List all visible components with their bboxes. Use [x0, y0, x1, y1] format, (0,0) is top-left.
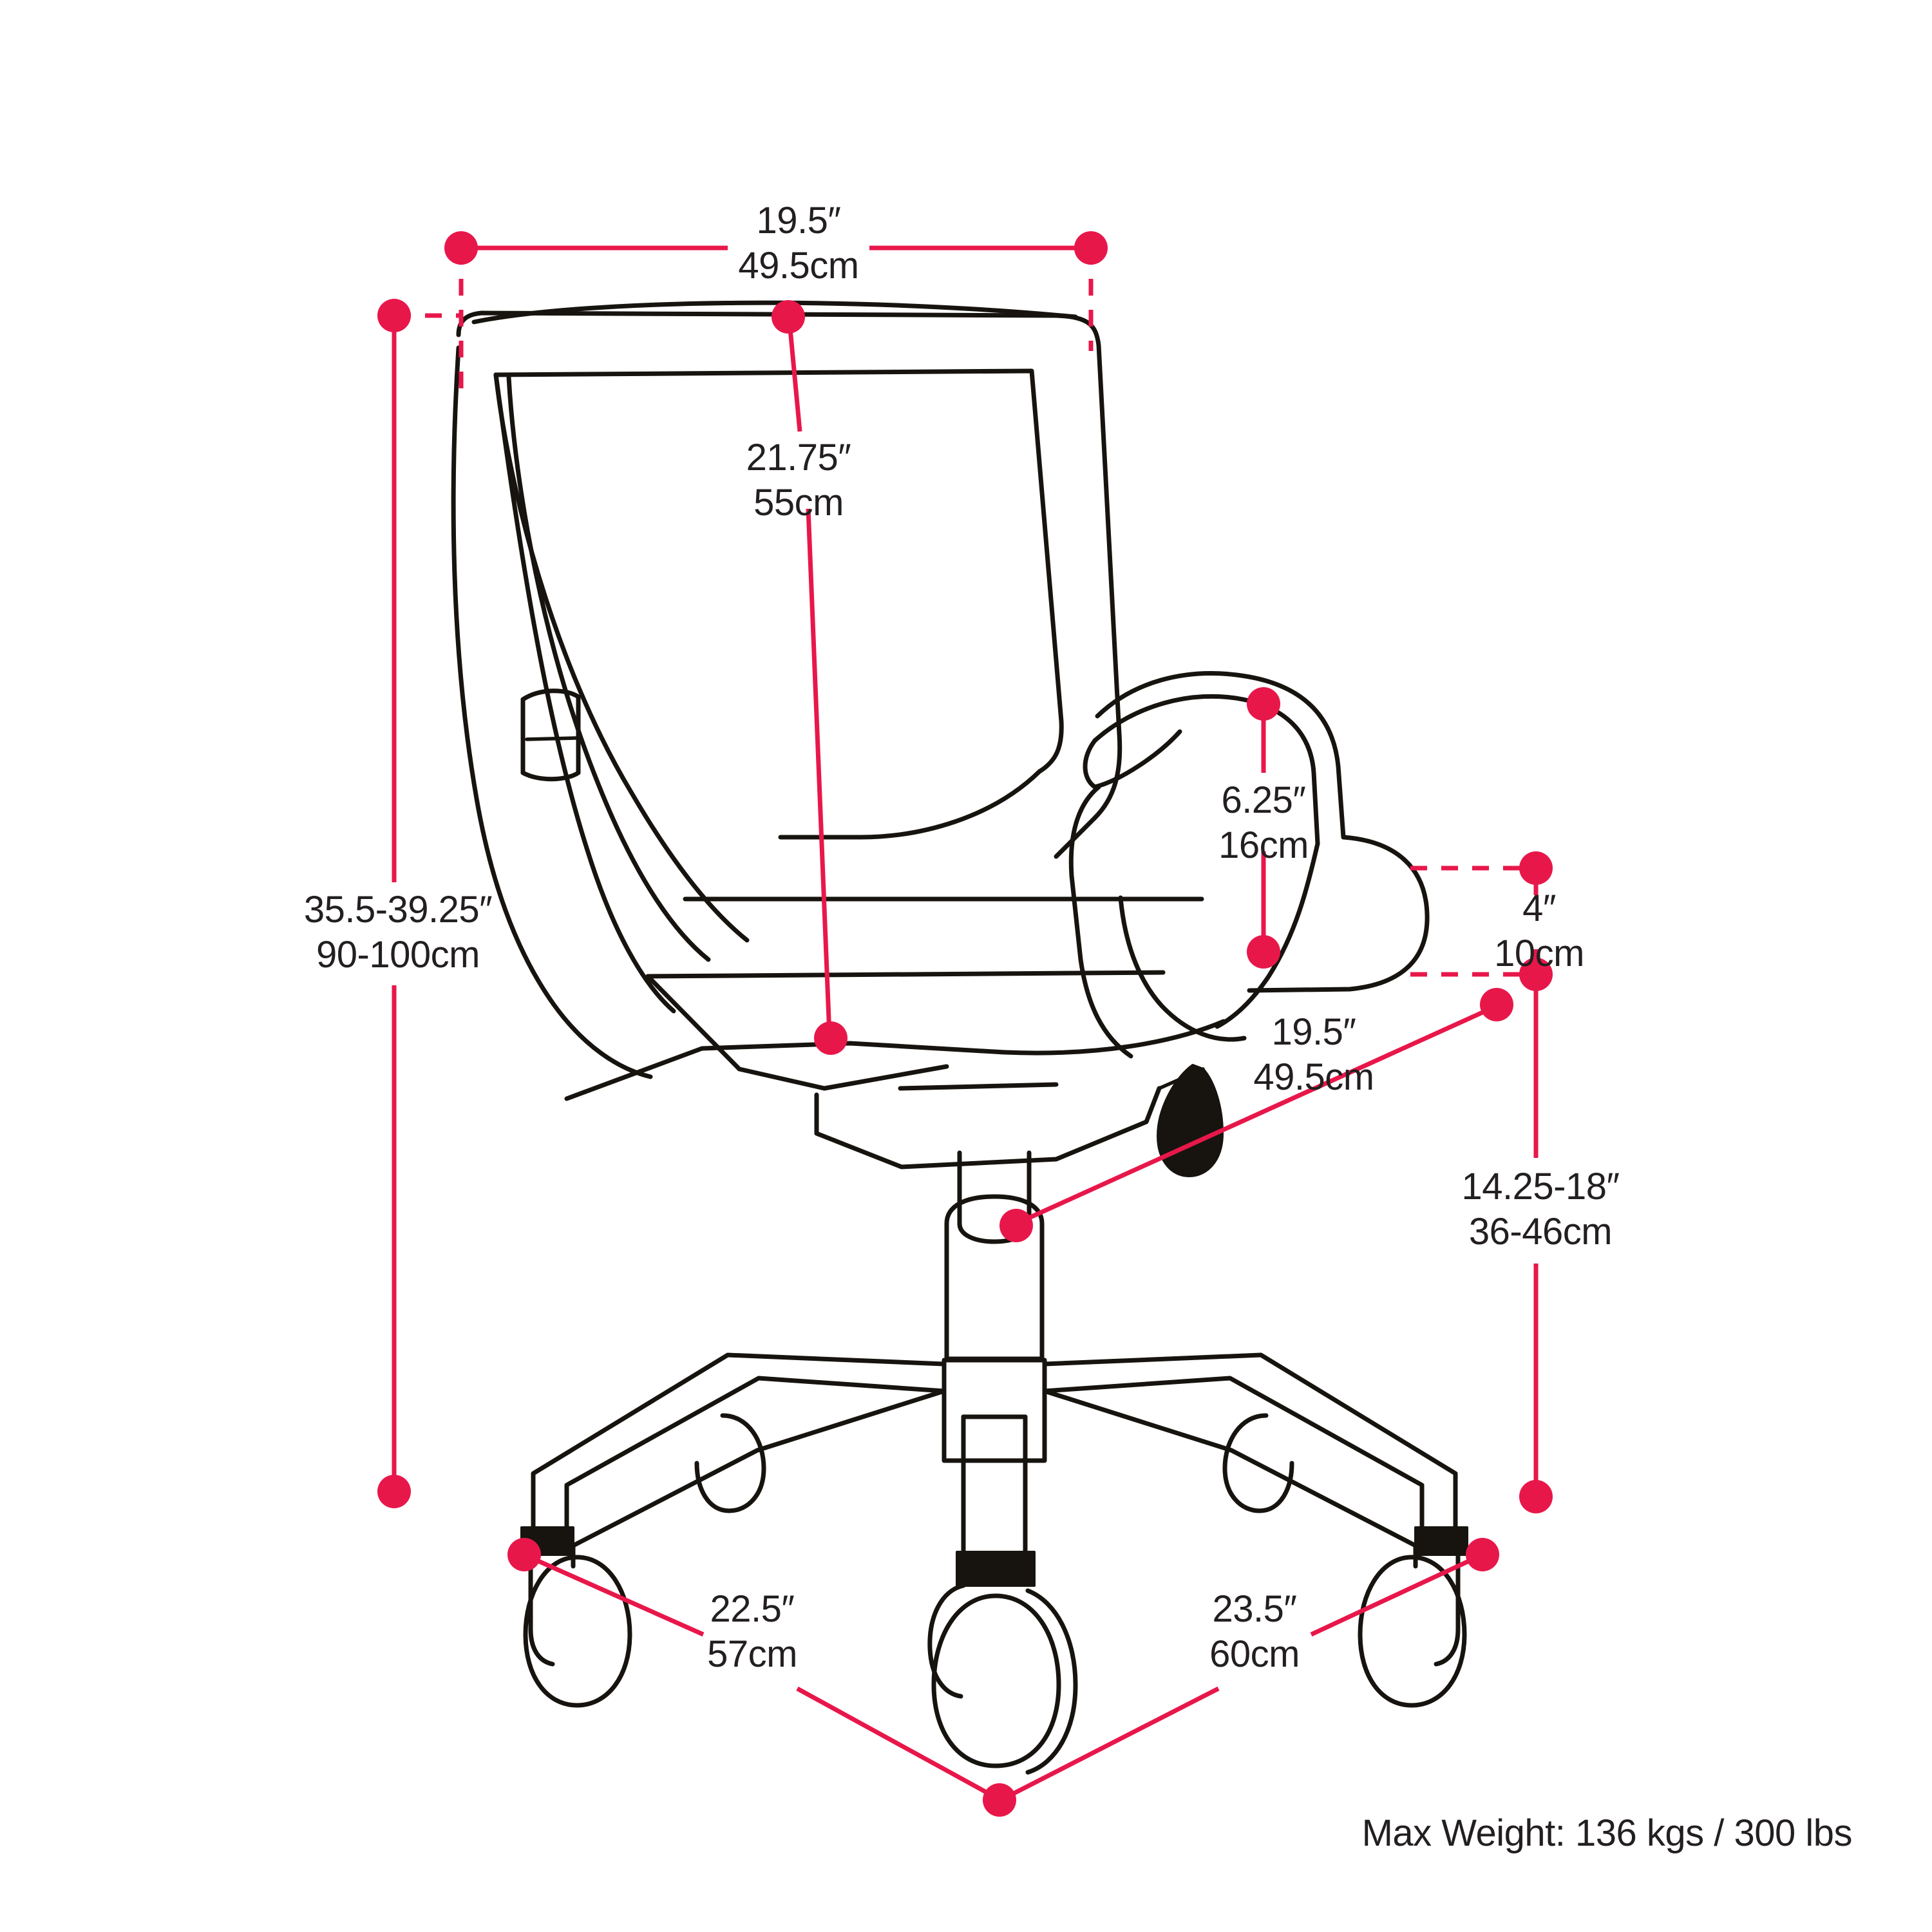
- dim-dot-back-bottom: [814, 1021, 848, 1055]
- base-hub-notch: [961, 1414, 1028, 1463]
- dim-overall-width-imperial: 19.5″: [757, 200, 841, 242]
- max-weight-note: Max Weight: 136 kgs / 300 lbs: [1362, 1812, 1852, 1854]
- armrest-pad-inner: [1083, 729, 1182, 790]
- dim-base-depth-imperial: 22.5″: [710, 1588, 795, 1630]
- tilt-lever-split: [525, 736, 578, 741]
- dim-dot-seat-depth-end: [1480, 988, 1513, 1021]
- castor-center-wheel-outer: [1025, 1588, 1078, 1775]
- dim-overall-width: 19.5″ 49.5cm: [444, 200, 1108, 393]
- dim-base-width-imperial: 23.5″: [1213, 1588, 1297, 1630]
- dim-back-height: 21.75″ 55cm: [746, 300, 851, 1055]
- dim-armrest-height-imperial: 6.25″: [1222, 779, 1306, 821]
- seat-mechanism-housing: [814, 1086, 1162, 1170]
- backrest-left-shell-inner: [493, 372, 676, 1014]
- dim-dot-seat-thickness-top: [1519, 851, 1553, 885]
- armrest-outer: [1095, 671, 1346, 840]
- castor-rear-right: [1222, 1413, 1294, 1513]
- base-leg-far-left: [531, 1352, 947, 1535]
- seat-cushion-right: [1247, 835, 1430, 993]
- base-leg-far-right: [1042, 1352, 1458, 1535]
- castor-center-fork: [927, 1583, 966, 1699]
- backrest-mesh-left-edge-2: [506, 375, 711, 962]
- dim-seat-thickness-imperial: 4″: [1522, 887, 1556, 929]
- dim-dot-seat-height-bottom: [1519, 1480, 1553, 1513]
- dim-armrest-height: 6.25″ 16cm: [1218, 687, 1309, 969]
- dim-seat-depth: 19.5″ 49.5cm: [999, 988, 1513, 1242]
- dim-dot-overall-height-top: [377, 299, 411, 332]
- dim-dot-base-width-start: [1466, 1538, 1499, 1571]
- dim-armrest-height-metric: 16cm: [1218, 824, 1309, 866]
- seat-mechanism-top: [898, 1082, 1059, 1091]
- backrest-mesh-inner-curve: [778, 769, 1042, 840]
- dim-seat-depth-leader: [1015, 1004, 1497, 1226]
- dim-overall-height: 35.5-39.25″ 90-100cm: [304, 299, 493, 1508]
- seat-pan-front-edge: [564, 1019, 1226, 1101]
- gas-cylinder-upper: [957, 1150, 1032, 1226]
- armrest-support-front: [1068, 784, 1133, 1059]
- dim-dot-overall-height-bottom: [377, 1475, 411, 1508]
- seat-back-lower-panel-2: [645, 970, 1166, 979]
- dim-back-height-line-upper: [787, 321, 802, 432]
- dim-dot-armrest-top: [1247, 687, 1280, 721]
- paddle-stem: [1157, 1067, 1205, 1090]
- gas-cylinder-sleeve: [944, 1194, 1045, 1361]
- dim-seat-thickness-metric: 10cm: [1494, 933, 1584, 974]
- dim-base-width: 23.5″ 60cm: [1003, 1538, 1499, 1801]
- dim-base-depth: 22.5″ 57cm: [507, 1538, 1016, 1817]
- tilt-lever: [520, 688, 581, 782]
- base-hub: [942, 1358, 1047, 1463]
- castor-center-bracket: [956, 1551, 1036, 1587]
- dim-dot-width-left: [444, 231, 478, 265]
- castor-right-bracket: [1414, 1526, 1468, 1556]
- backrest-top-rim: [471, 300, 1078, 325]
- dim-seat-depth-metric: 49.5cm: [1253, 1056, 1374, 1098]
- castor-right-wheel: [1358, 1555, 1467, 1708]
- seat-cushion-right-inner: [1215, 841, 1320, 1029]
- dim-overall-height-imperial: 35.5-39.25″: [304, 889, 492, 931]
- castor-right-fork: [1434, 1552, 1461, 1667]
- dim-seat-height-metric: 36-46cm: [1469, 1211, 1612, 1253]
- chair-illustration: [451, 300, 1468, 1775]
- dim-base-width-leader-lower: [1003, 1686, 1220, 1801]
- dim-base-depth-leader-upper: [526, 1553, 705, 1637]
- dim-dot-back-top: [772, 300, 805, 334]
- dim-base-width-metric: 60cm: [1209, 1633, 1300, 1675]
- dim-base-depth-leader-lower: [796, 1686, 998, 1801]
- backrest-left-shell: [451, 345, 653, 1079]
- armrest-support-inner: [1118, 895, 1247, 1042]
- castor-rear-left: [694, 1413, 766, 1513]
- dim-seat-height-imperial: 14.25-18″: [1461, 1166, 1619, 1208]
- backrest-mesh-opening: [493, 368, 1064, 774]
- dim-dot-base-depth-end: [983, 1783, 1016, 1817]
- dim-dot-width-right: [1074, 231, 1108, 265]
- dim-base-depth-metric: 57cm: [707, 1633, 797, 1675]
- dim-dot-seat-depth-start: [999, 1209, 1033, 1242]
- dim-dot-base-depth-start: [507, 1538, 541, 1571]
- backrest-outer-frame: [456, 310, 1122, 859]
- dim-back-height-imperial: 21.75″: [746, 437, 851, 478]
- dim-seat-depth-imperial: 19.5″: [1272, 1011, 1356, 1053]
- dim-base-width-leader-upper: [1310, 1553, 1481, 1637]
- castor-center-wheel: [931, 1593, 1061, 1768]
- dim-overall-width-metric: 49.5cm: [738, 245, 858, 287]
- dim-seat-thickness: 4″ 10cm: [1410, 851, 1584, 991]
- seat-pan-outline: [645, 974, 949, 1091]
- dim-dot-armrest-bottom: [1247, 935, 1280, 969]
- base-leg-center-front: [961, 1414, 1028, 1561]
- height-adjust-paddle: [1157, 1064, 1224, 1177]
- dim-overall-height-metric: 90-100cm: [316, 934, 480, 976]
- backrest-mesh-left-edge: [493, 372, 750, 943]
- dim-back-height-line-lower: [806, 508, 832, 1036]
- dim-seat-height: 14.25-18″ 36-46cm: [1461, 974, 1620, 1513]
- armrest-pad-top: [1092, 694, 1320, 846]
- dim-back-height-metric: 55cm: [753, 482, 844, 524]
- castor-left-fork: [528, 1552, 555, 1667]
